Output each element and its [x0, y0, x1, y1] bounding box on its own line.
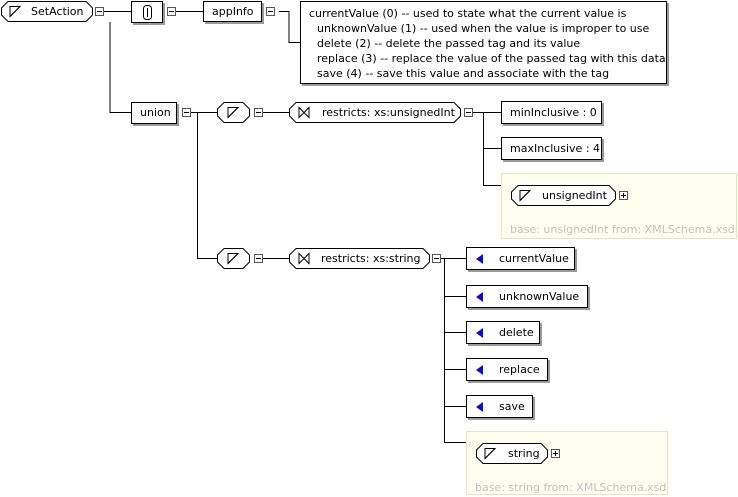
documentation-box: currentValue (0) -- used to state what t…: [300, 1, 667, 84]
enumeration-label: unknownValue: [499, 290, 580, 303]
octagon-shape: [1, 1, 93, 22]
enumeration-icon: [476, 328, 483, 338]
union-label: union: [140, 106, 171, 119]
anonymous-simpletype-int[interactable]: [217, 102, 250, 123]
restriction-unsignedint-label: restricts: xs:unsignedInt: [322, 106, 455, 119]
appinfo-node[interactable]: appInfo: [203, 1, 262, 22]
doc-line: replace (3) -- replace the value of the …: [317, 52, 666, 65]
root-label: SetAction: [31, 5, 84, 18]
enumeration-icon: [476, 402, 483, 412]
enumeration-item[interactable]: unknownValue: [466, 285, 588, 308]
doc-line: unknownValue (1) -- used when the value …: [317, 22, 650, 35]
collapse-toggle-annotation[interactable]: [167, 7, 176, 16]
facet-maxinclusive[interactable]: maxInclusive : 4: [501, 137, 602, 160]
collapse-toggle-restriction-int[interactable]: [464, 108, 473, 117]
collapse-toggle-restriction-string[interactable]: [432, 254, 441, 263]
base-note-string: base: string from: XMLSchema.xsd: [475, 481, 667, 494]
doc-line: save (4) -- save this value and associat…: [317, 67, 610, 80]
base-type-unsignedint-label: unsignedInt: [542, 189, 607, 202]
appinfo-label: appInfo: [212, 5, 254, 18]
doc-line: delete (2) -- delete the passed tag and …: [317, 37, 581, 50]
restriction-string-label: restricts: xs:string: [321, 252, 421, 265]
restriction-shape: [289, 102, 461, 123]
enumeration-label: currentValue: [499, 252, 569, 265]
simpletype-icon: [217, 248, 250, 269]
collapse-toggle-appinfo[interactable]: [266, 7, 275, 16]
restriction-string[interactable]: restricts: xs:string: [289, 248, 430, 269]
facet-maxinclusive-label: maxInclusive : 4: [510, 142, 601, 155]
restriction-shape: [289, 248, 430, 269]
base-note-unsignedint: base: unsignedInt from: XMLSchema.xsd: [510, 223, 735, 236]
collapse-toggle-root[interactable]: [95, 7, 104, 16]
paperclip-icon: [143, 5, 152, 20]
enumeration-icon: [476, 365, 483, 375]
facet-mininclusive-label: minInclusive : 0: [510, 106, 597, 119]
enumeration-label: replace: [499, 363, 540, 376]
restriction-unsignedint[interactable]: restricts: xs:unsignedInt: [289, 102, 461, 123]
base-type-string[interactable]: string: [476, 443, 548, 464]
enumeration-icon: [476, 292, 483, 302]
enumeration-item[interactable]: currentValue: [466, 247, 575, 270]
root-simpletype[interactable]: SetAction: [1, 1, 93, 22]
simpletype-icon: [476, 443, 548, 464]
facet-mininclusive[interactable]: minInclusive : 0: [501, 101, 602, 124]
enumeration-item[interactable]: delete: [466, 321, 540, 344]
annotation-icon[interactable]: [131, 1, 163, 23]
enumeration-item[interactable]: replace: [466, 358, 548, 381]
simpletype-icon: [217, 102, 250, 123]
anonymous-simpletype-string[interactable]: [217, 248, 250, 269]
collapse-toggle-simpletype-int[interactable]: [254, 108, 263, 117]
base-type-string-label: string: [508, 447, 540, 460]
enumeration-label: delete: [499, 326, 534, 339]
base-type-unsignedint[interactable]: unsignedInt: [511, 185, 616, 206]
enumeration-label: save: [499, 400, 525, 413]
expand-toggle-string[interactable]: [551, 449, 560, 458]
enumeration-item[interactable]: save: [466, 395, 533, 418]
union-node[interactable]: union: [131, 102, 177, 124]
collapse-toggle-simpletype-string[interactable]: [254, 254, 263, 263]
simpletype-icon: [511, 185, 616, 206]
doc-line: currentValue (0) -- used to state what t…: [309, 7, 627, 20]
collapse-toggle-union[interactable]: [182, 108, 191, 117]
enumeration-icon: [476, 254, 483, 264]
expand-toggle-unsignedint[interactable]: [619, 191, 628, 200]
